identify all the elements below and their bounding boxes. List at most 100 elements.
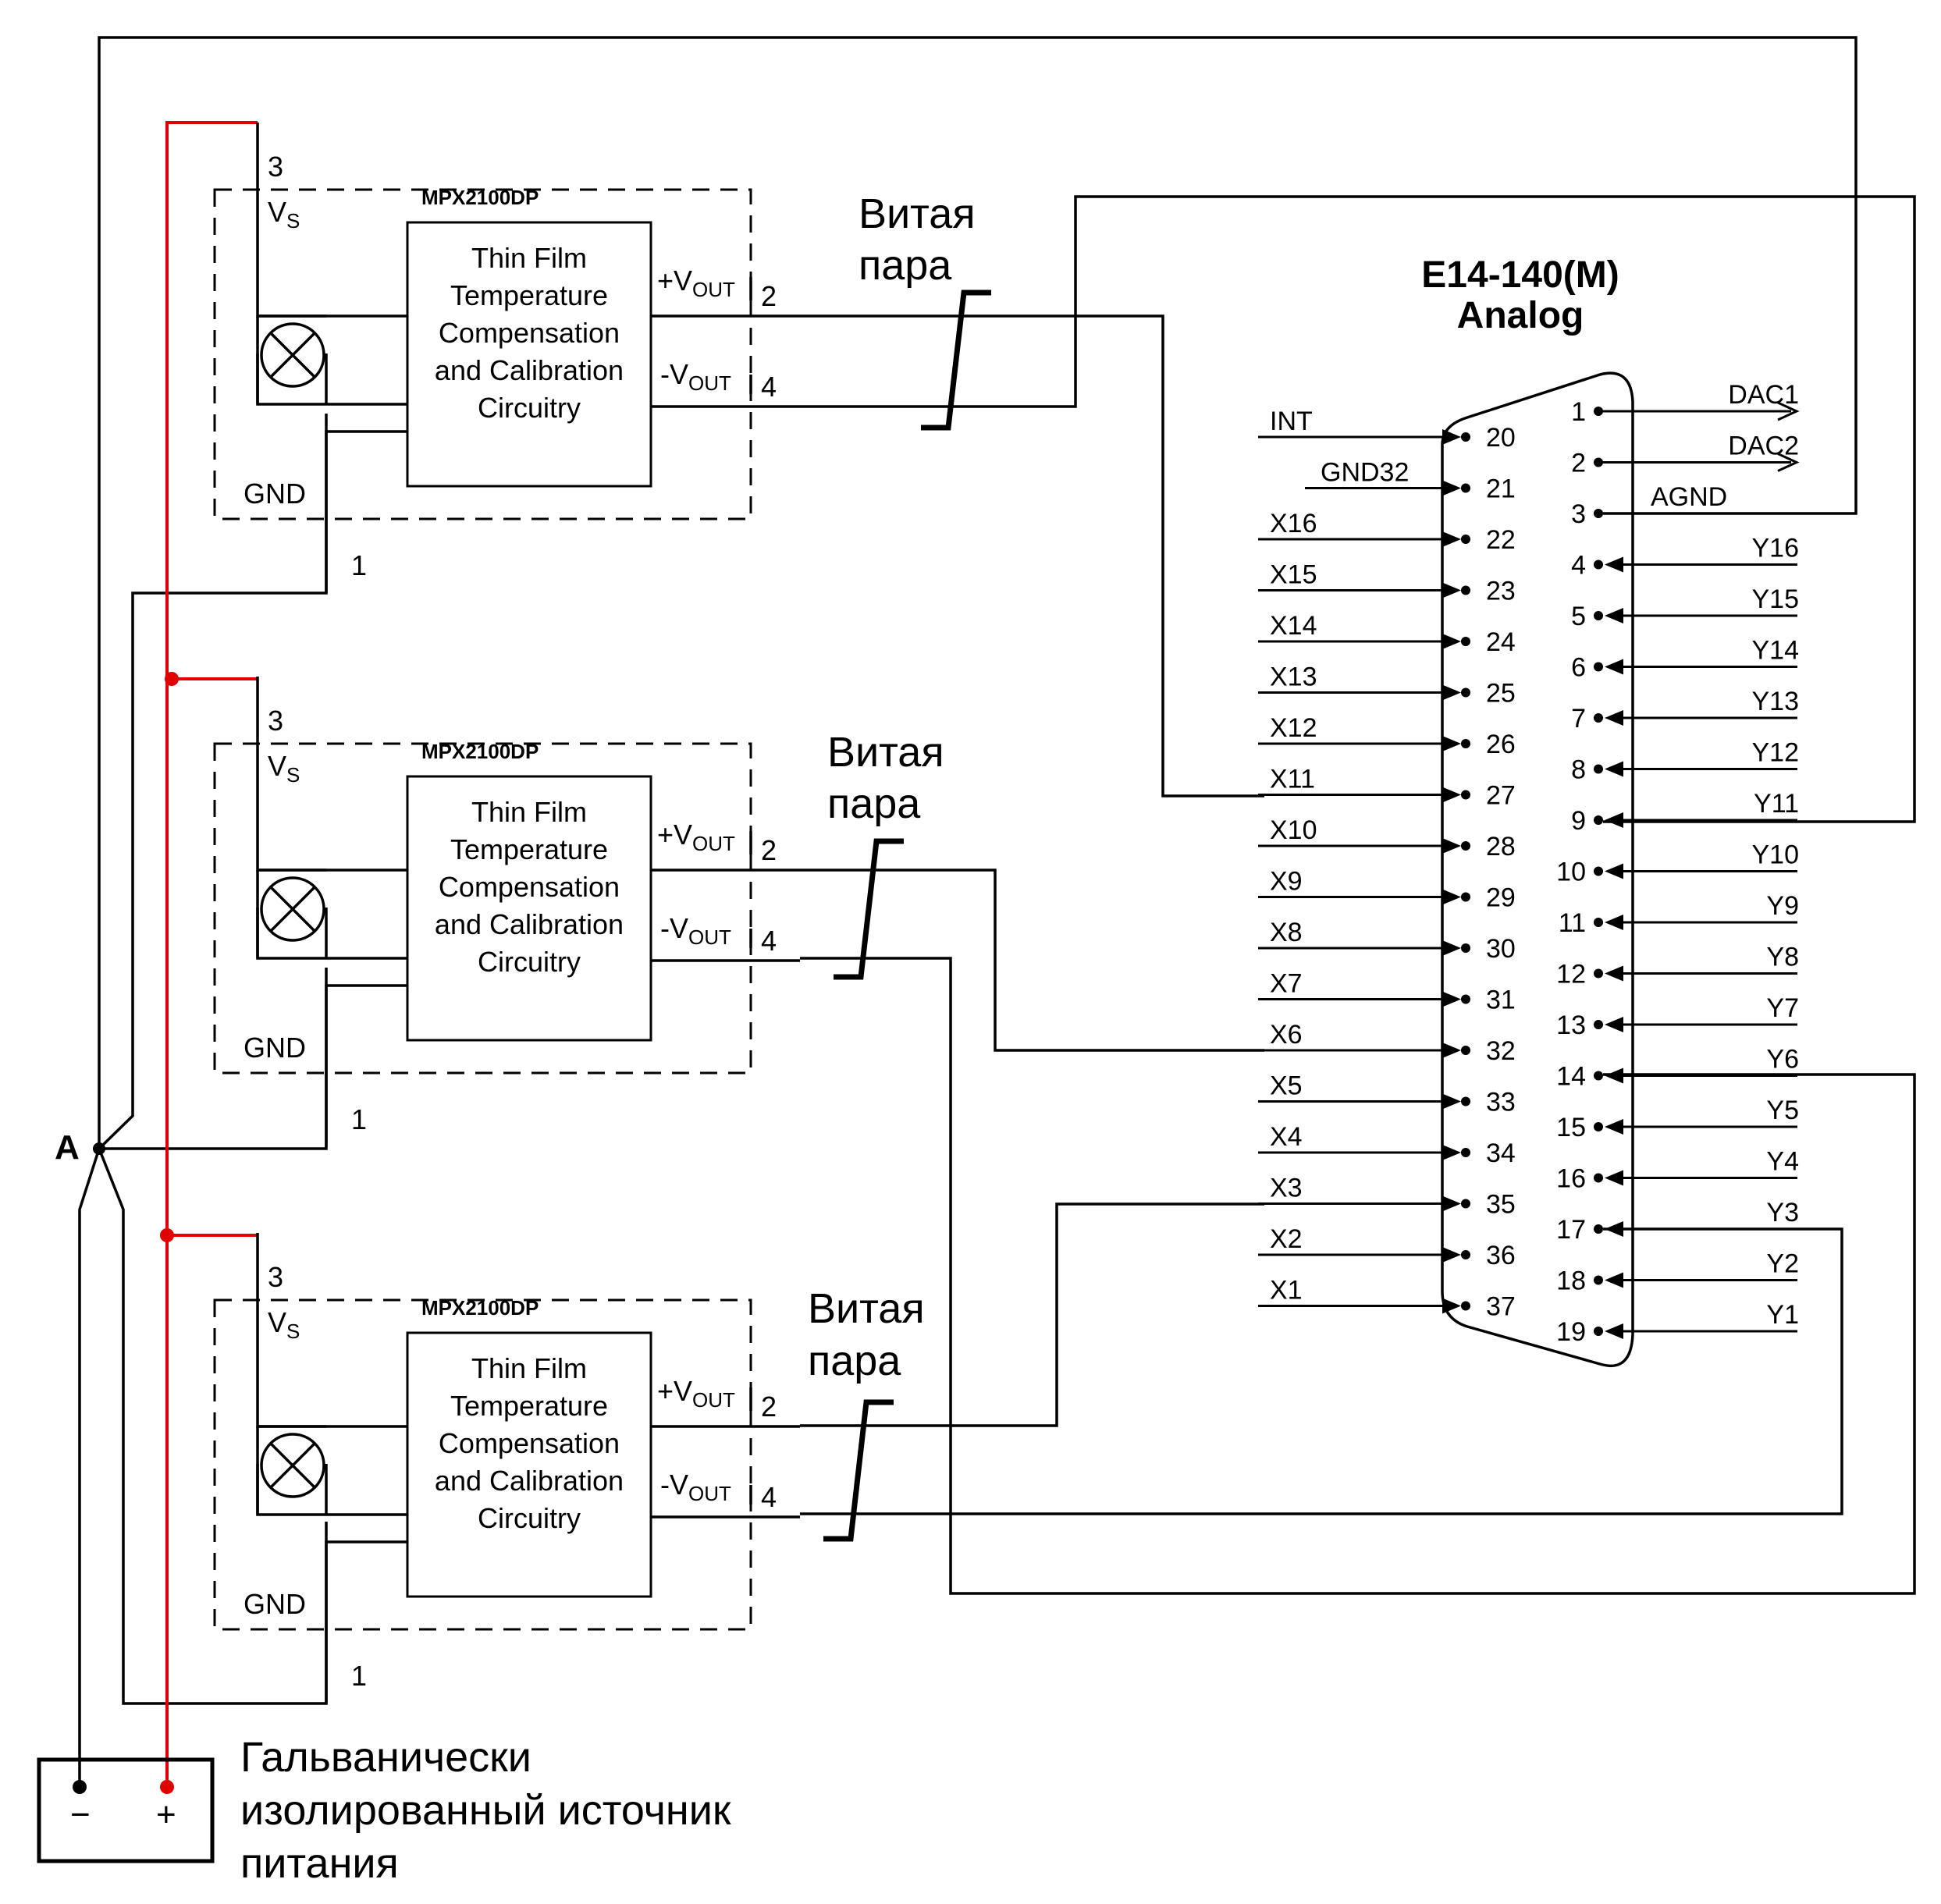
power-minus-label: − [70, 1796, 91, 1834]
vout-minus-label: -VOUT [660, 358, 731, 395]
twisted-pair-label-3: Витая пара [808, 1285, 925, 1384]
twisted-pair-label-1: Витая пара [859, 190, 976, 289]
left-pin-number: 23 [1486, 577, 1516, 606]
left-pin-number: 34 [1486, 1138, 1516, 1168]
vs-label: VS [268, 1306, 300, 1343]
vout-plus-pin-number: 2 [761, 1391, 777, 1423]
pin-dot [1461, 432, 1470, 442]
left-pin-number: 26 [1486, 730, 1516, 759]
pin-dot [1461, 1301, 1470, 1311]
svg-text:питания: питания [240, 1840, 399, 1887]
arrow-right-icon [1442, 838, 1461, 854]
left-pin-label: X2 [1270, 1224, 1303, 1254]
pin-dot [1594, 1224, 1603, 1234]
right-pin-number: 2 [1571, 449, 1586, 478]
left-pin-label: GND32 [1321, 458, 1409, 488]
pin-dot [1461, 1096, 1470, 1107]
vout-plus-label: +VOUT [657, 1375, 735, 1412]
compensation-circuit-box [406, 221, 652, 488]
power-caption: Гальванически изолированный источник пит… [240, 1734, 731, 1887]
vout-minus-pin-number: 4 [761, 925, 777, 957]
right-pin-label: Y4 [1766, 1147, 1799, 1177]
vout-minus-label: -VOUT [660, 912, 731, 949]
arrow-right-icon [1442, 634, 1461, 649]
arrow-left-icon [1605, 1017, 1623, 1032]
arrow-left-icon [1605, 863, 1623, 879]
pin-dot [1461, 1148, 1470, 1157]
circuit-text-line: Circuitry [478, 392, 581, 424]
circuit-text-line: Circuitry [478, 946, 581, 978]
right-pin-label: Y2 [1766, 1249, 1799, 1279]
vs-junction-2 [165, 672, 179, 686]
vout-plus-pin-number: 2 [761, 280, 777, 312]
vout-plus-pin-number: 2 [761, 834, 777, 866]
right-pin-label: Y13 [1752, 687, 1800, 716]
right-pin-label: Y6 [1766, 1045, 1799, 1075]
arrow-right-icon [1442, 582, 1461, 599]
svg-text:Витая: Витая [827, 729, 944, 776]
pin-dot [1594, 1020, 1603, 1029]
left-pin-label: X6 [1270, 1020, 1303, 1050]
arrow-left-icon [1605, 1221, 1623, 1237]
right-pin-number: 12 [1556, 960, 1586, 989]
left-pin-number: 25 [1486, 679, 1516, 709]
left-pin-number: 33 [1486, 1088, 1516, 1117]
power-minus-terminal [73, 1780, 87, 1794]
left-pin-label: X7 [1270, 969, 1303, 999]
right-pin-number: 15 [1556, 1113, 1586, 1142]
arrow-right-icon [1442, 787, 1461, 803]
pin-dot [1461, 1250, 1470, 1259]
left-pin-label: X15 [1270, 560, 1317, 590]
right-pin-number: 17 [1556, 1215, 1586, 1245]
right-pin-number: 5 [1571, 602, 1586, 631]
arrow-left-icon [1605, 915, 1623, 930]
left-pin-number: 30 [1486, 934, 1516, 964]
gnd-label: GND [244, 478, 306, 510]
left-pin-25: X13 25 [1258, 662, 1516, 709]
right-pin-number: 18 [1556, 1266, 1586, 1296]
twisted-pair-mark-3 [823, 1399, 894, 1542]
svg-text:пара: пара [827, 780, 921, 827]
pin-dot [1461, 739, 1470, 748]
left-pin-label: X13 [1270, 662, 1317, 692]
left-pin-label: X10 [1270, 815, 1317, 845]
right-pin-5: 5 Y15 [1571, 584, 1799, 631]
arrow-right-icon [1442, 889, 1461, 905]
right-pin-number: 1 [1571, 397, 1586, 427]
left-pin-number: 37 [1486, 1292, 1516, 1322]
arrow-right-icon [1442, 1298, 1461, 1314]
connector-subtitle: Analog [1457, 295, 1584, 336]
vs-junction-3 [160, 1228, 174, 1242]
right-pin-label: Y15 [1752, 584, 1800, 614]
left-pin-number: 21 [1486, 474, 1516, 504]
twisted-pair-mark-2 [834, 838, 904, 980]
bridge-link [256, 1425, 328, 1515]
right-pin-label: DAC1 [1728, 380, 1799, 410]
right-pin-number: 7 [1571, 704, 1586, 734]
bridge-link [256, 314, 328, 404]
vout-plus-label: +VOUT [657, 265, 735, 301]
arrow-left-icon [1605, 1170, 1623, 1186]
right-pin-label: Y1 [1766, 1300, 1799, 1330]
circuit-text-line: Thin Film [471, 242, 587, 274]
node-a-label: A [55, 1128, 80, 1167]
pin-dot [1594, 1275, 1603, 1285]
left-pin-label: X14 [1270, 611, 1317, 641]
gnd-pin-number: 1 [351, 1660, 367, 1692]
svg-text:пара: пара [859, 242, 952, 289]
arrow-right-icon [1442, 429, 1461, 445]
right-pin-number: 3 [1571, 499, 1586, 529]
left-pin-label: INT [1270, 407, 1313, 436]
